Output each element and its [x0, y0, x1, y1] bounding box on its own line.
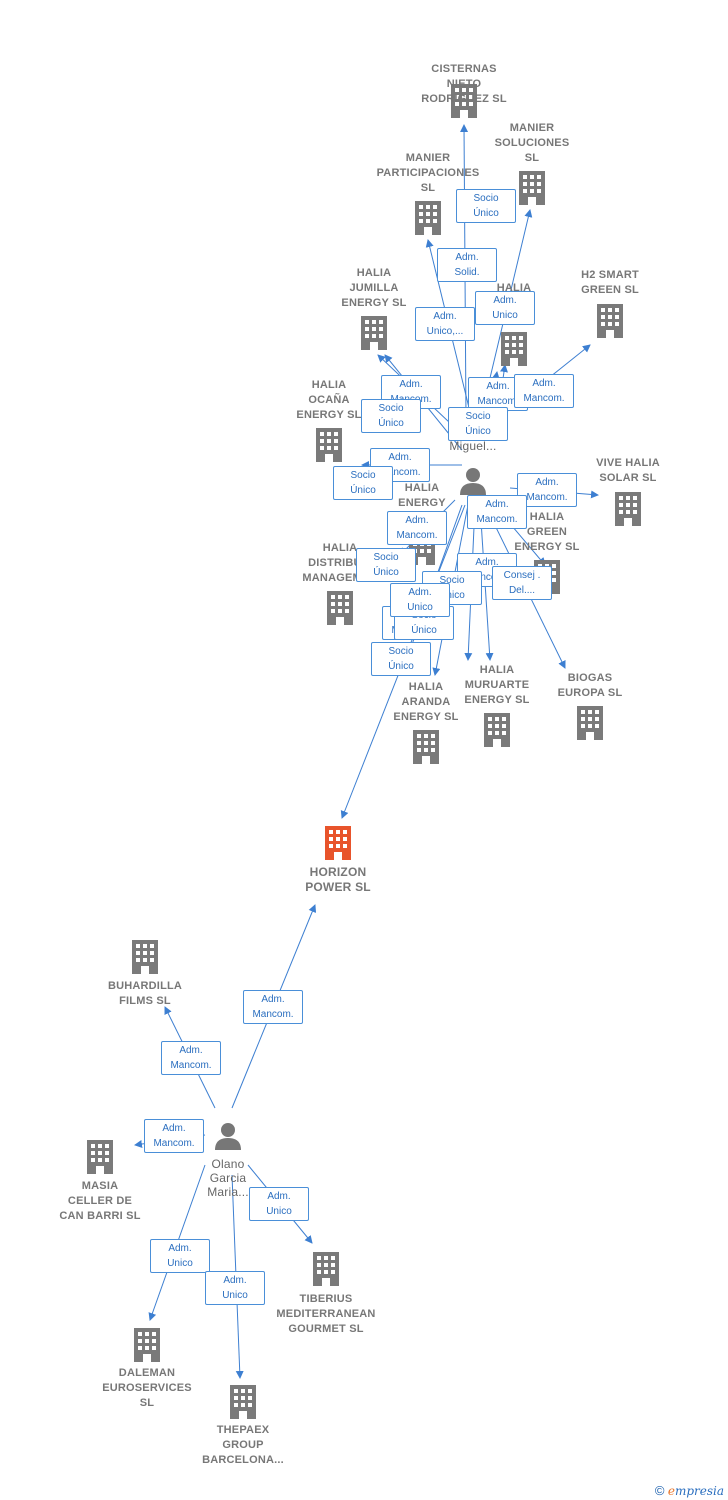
relation-label[interactable]: Adm. Solid.: [437, 248, 497, 282]
company-label[interactable]: H2 SMART GREEN SL: [581, 269, 639, 296]
company-label[interactable]: MANIER PARTICIPACIONES SL: [376, 152, 480, 194]
building-icon[interactable]: [325, 826, 351, 860]
building-icon[interactable]: [577, 706, 603, 740]
company-label[interactable]: HALIA MURUARTE ENERGY SL: [464, 664, 530, 706]
building-icon[interactable]: [313, 1252, 339, 1286]
company-label[interactable]: MANIER SOLUCIONES SL: [494, 122, 570, 164]
brand-name: mpresia: [674, 1484, 724, 1498]
building-icon[interactable]: [615, 492, 641, 526]
relation-label[interactable]: Adm. Unico: [150, 1239, 210, 1273]
relation-label[interactable]: Adm. Mancom.: [144, 1119, 204, 1153]
building-icon[interactable]: [87, 1140, 113, 1174]
relation-label[interactable]: Adm. Mancom.: [514, 374, 574, 408]
relation-label[interactable]: Adm. Mancom.: [387, 511, 447, 545]
building-icon[interactable]: [230, 1385, 256, 1419]
brand-e: e: [667, 1484, 675, 1498]
relation-label[interactable]: Adm. Mancom.: [517, 473, 577, 507]
person-label[interactable]: Olano Garcia Maria...: [207, 1157, 249, 1199]
relation-label[interactable]: Socio Único: [356, 548, 416, 582]
building-icon[interactable]: [134, 1328, 160, 1362]
company-label[interactable]: DALEMAN EUROSERVICES SL: [102, 1367, 192, 1409]
company-label[interactable]: HORIZON POWER SL: [305, 865, 371, 894]
building-icon[interactable]: [327, 591, 353, 625]
company-label[interactable]: HALIA OCAÑA ENERGY SL: [296, 379, 362, 421]
company-label[interactable]: THEPAEX GROUP BARCELONA...: [202, 1424, 284, 1466]
building-icon[interactable]: [519, 171, 545, 205]
person-icon[interactable]: [460, 468, 486, 495]
relation-label[interactable]: Adm. Unico: [475, 291, 535, 325]
relation-label[interactable]: Adm. Unico: [249, 1187, 309, 1221]
relation-label[interactable]: Consej . Del....: [492, 566, 552, 600]
relation-label[interactable]: Adm. Mancom.: [243, 990, 303, 1024]
company-label[interactable]: HALIA GREEN ENERGY SL: [514, 511, 580, 553]
relation-label[interactable]: Adm. Mancom.: [467, 495, 527, 529]
building-icon[interactable]: [413, 730, 439, 764]
company-label[interactable]: VIVE HALIA SOLAR SL: [596, 457, 660, 484]
relation-label[interactable]: Socio Único: [448, 407, 508, 441]
relation-label[interactable]: Socio Único: [333, 466, 393, 500]
person-icon[interactable]: [215, 1123, 241, 1150]
relation-label[interactable]: Adm. Mancom.: [161, 1041, 221, 1075]
building-icon[interactable]: [597, 304, 623, 338]
building-icon[interactable]: [501, 332, 527, 366]
building-icon[interactable]: [415, 201, 441, 235]
copyright-footer: © empresia: [655, 1483, 724, 1498]
relation-label[interactable]: Socio Único: [361, 399, 421, 433]
copyright-symbol: ©: [654, 1483, 665, 1498]
company-label[interactable]: TIBERIUS MEDITERRANEAN GOURMET SL: [276, 1293, 376, 1335]
company-label[interactable]: BIOGAS EUROPA SL: [557, 672, 623, 699]
building-icon[interactable]: [361, 316, 387, 350]
relation-label[interactable]: Adm. Unico: [390, 583, 450, 617]
relation-label[interactable]: Adm. Unico,...: [415, 307, 475, 341]
relation-label[interactable]: Adm. Unico: [205, 1271, 265, 1305]
company-label[interactable]: HALIA ARANDA ENERGY SL: [393, 681, 459, 723]
building-icon[interactable]: [132, 940, 158, 974]
building-icon[interactable]: [316, 428, 342, 462]
company-label[interactable]: MASIA CELLER DE CAN BARRI SL: [59, 1180, 141, 1222]
building-icon[interactable]: [484, 713, 510, 747]
company-label[interactable]: CISTERNAS NIETO RODRIGUEZ SL: [421, 63, 507, 105]
company-label[interactable]: BUHARDILLA FILMS SL: [107, 980, 183, 1007]
relation-label[interactable]: Socio Único: [422, 571, 482, 605]
relation-label[interactable]: Socio Único: [456, 189, 516, 223]
company-label[interactable]: HALIA JUMILLA ENERGY SL: [341, 267, 407, 309]
relation-label[interactable]: Socio Único: [371, 642, 431, 676]
